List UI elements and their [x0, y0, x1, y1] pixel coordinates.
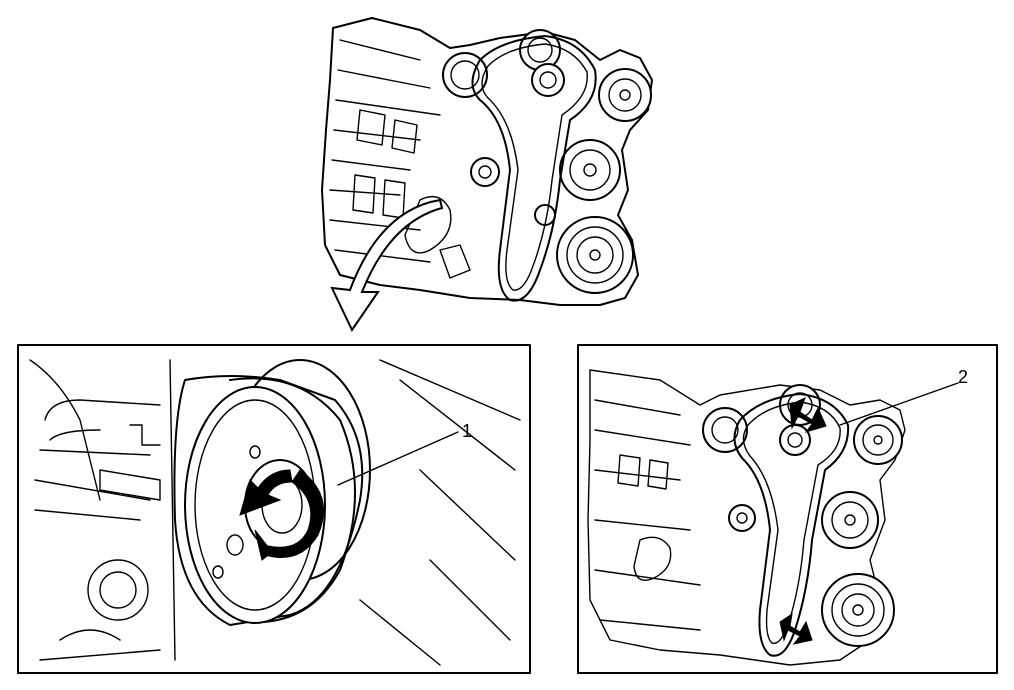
callout-1: 1 — [462, 421, 472, 441]
curved-arrow-icon — [330, 198, 444, 332]
crankshaft-detail-panel: 1 — [17, 344, 531, 674]
double-arrow-icon — [789, 397, 827, 433]
callout-2: 2 — [958, 367, 968, 387]
engine-overview — [321, 17, 653, 332]
belt-removal-detail-panel: 2 — [577, 344, 998, 674]
